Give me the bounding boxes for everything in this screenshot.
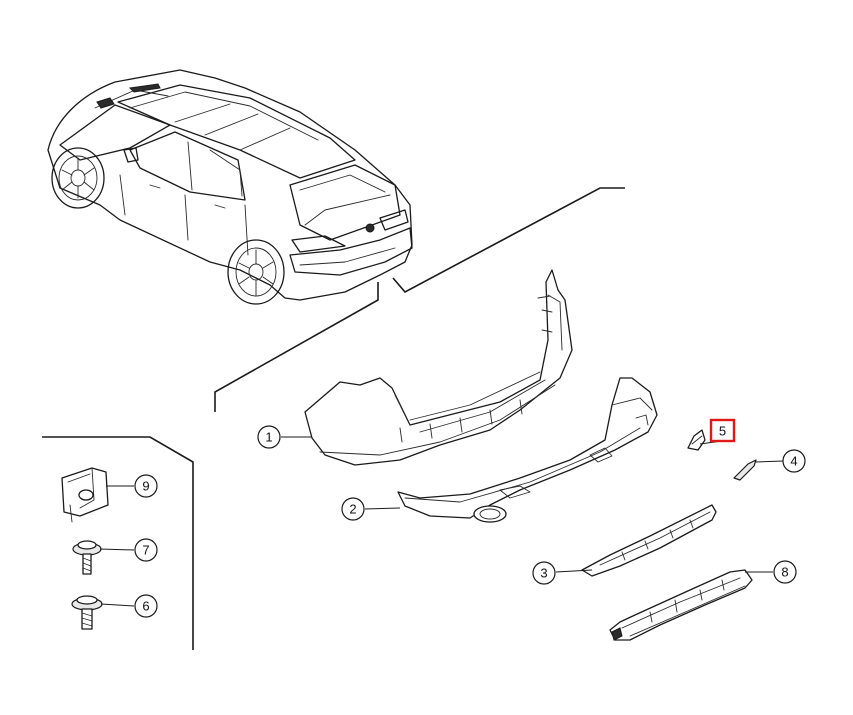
callout-2: 2 [341, 497, 365, 521]
callout-3-label: 3 [540, 566, 547, 581]
reflector-strip [733, 459, 757, 481]
callout-8-label: 8 [781, 565, 788, 580]
callout-7-label: 7 [142, 543, 149, 558]
callout-3: 3 [532, 561, 556, 585]
callout-6: 6 [134, 594, 158, 618]
highlight-box [709, 418, 736, 443]
callout-2-label: 2 [349, 502, 356, 517]
callout-5-label: 5 [719, 424, 726, 439]
bolt-part [71, 595, 103, 630]
callout-1: 1 [257, 425, 281, 449]
callout-9-label: 9 [142, 479, 149, 494]
callout-4: 4 [782, 449, 806, 473]
lower-valance [397, 377, 658, 523]
callout-6-label: 6 [142, 599, 149, 614]
callout-1-label: 1 [265, 430, 272, 445]
bumper-bracket [609, 569, 753, 641]
callout-8: 8 [773, 560, 797, 584]
leader-lines [99, 436, 784, 607]
rear-bumper-cover [304, 269, 573, 466]
clip-nut [61, 467, 109, 523]
frame-lines [42, 187, 625, 650]
callout-4-label: 4 [790, 454, 797, 469]
small-clip-part [687, 429, 706, 451]
callout-9: 9 [134, 474, 158, 498]
screw-part [72, 540, 102, 575]
callout-7: 7 [134, 538, 158, 562]
diffuser-insert [581, 504, 717, 577]
callout-5-highlighted: 5 [709, 418, 736, 443]
vehicle-illustration [47, 69, 413, 305]
